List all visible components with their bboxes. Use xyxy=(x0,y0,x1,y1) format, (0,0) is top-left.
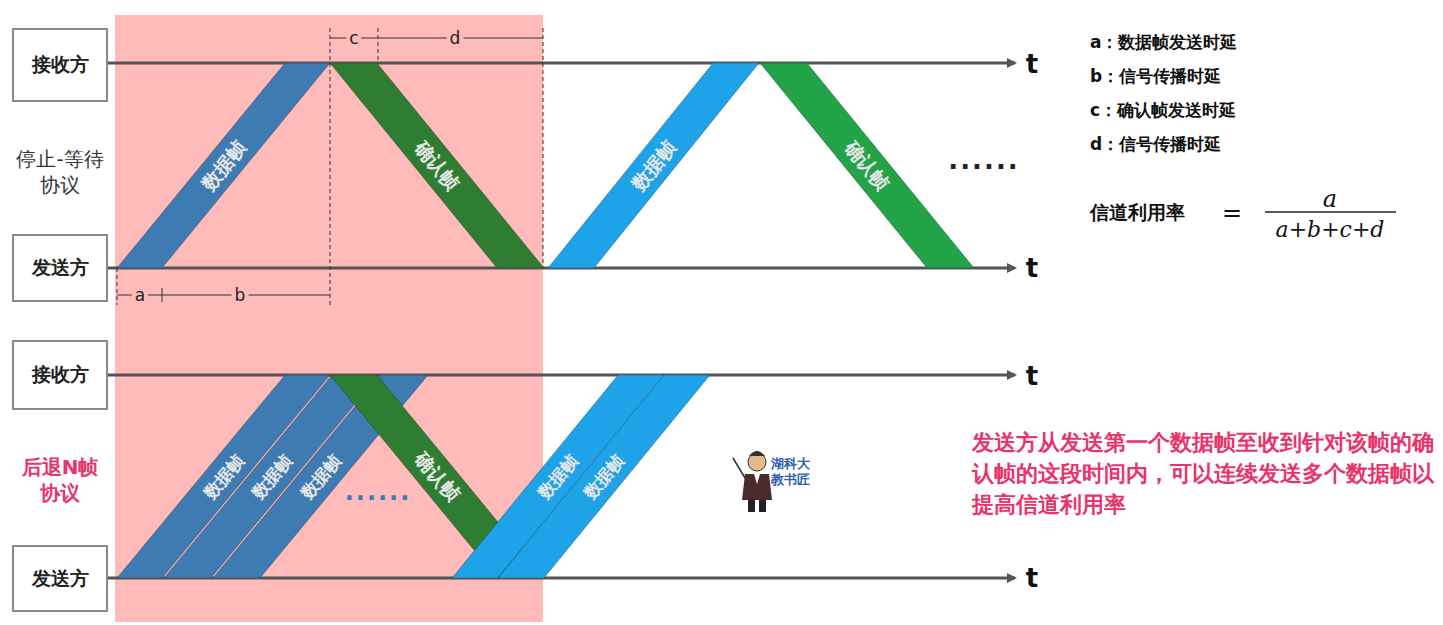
axis-label: t xyxy=(1026,253,1038,283)
dimension-guide xyxy=(117,28,543,305)
ellipsis: ...... xyxy=(948,145,1019,175)
frame-band: 数据帧 xyxy=(548,63,759,268)
frame-polygon xyxy=(498,375,710,578)
formula-name: 信道利用率 xyxy=(1090,200,1185,226)
legend-note: b：信号传播时延 xyxy=(1090,65,1221,88)
frame-band: 数据帧 xyxy=(498,375,710,578)
protocol-name: 停止-等待 协议 xyxy=(8,146,112,198)
protocol-name: 后退N帧 协议 xyxy=(10,454,110,506)
frame-polygon xyxy=(330,63,544,268)
formula-sign: = xyxy=(1222,199,1242,227)
party-box: 发送方 xyxy=(12,545,108,612)
ellipsis: ...... xyxy=(345,478,412,506)
legend-note: c：确认帧发送时延 xyxy=(1090,99,1236,122)
frame-band: 数据帧 xyxy=(117,63,330,268)
dimension-label: d xyxy=(447,28,464,48)
teacher-figure xyxy=(733,451,772,512)
axis-label: t xyxy=(1026,49,1038,79)
dimension-line xyxy=(117,38,543,302)
watermark: 湖科大 教书匠 xyxy=(771,456,811,489)
legend-note: d：信号传播时延 xyxy=(1090,133,1221,156)
frame-band: 确认帧 xyxy=(760,63,974,268)
frame-polygon xyxy=(548,63,759,268)
party-name: 接收方 xyxy=(32,52,89,78)
frame-band: 确认帧 xyxy=(330,63,544,268)
party-name: 接收方 xyxy=(32,362,89,388)
time-axis xyxy=(108,63,1015,578)
dimension-label: b xyxy=(232,285,249,305)
party-name: 发送方 xyxy=(32,255,89,281)
axis-label: t xyxy=(1026,361,1038,391)
formula-denominator: a+b+c+d xyxy=(1276,217,1385,242)
legend-note: a：数据帧发送时延 xyxy=(1090,31,1237,54)
axis-label: t xyxy=(1026,563,1038,593)
party-box: 发送方 xyxy=(12,234,108,302)
callout-note: 发送方从发送第一个数据帧至收到针对该帧的确认帧的这段时间内，可以连续发送多个数据… xyxy=(972,428,1434,520)
formula-numerator: a xyxy=(1323,185,1337,213)
party-box: 接收方 xyxy=(12,28,108,102)
dimension-label: c xyxy=(346,28,361,48)
dimension-label: a xyxy=(132,285,148,305)
time-region xyxy=(115,15,543,622)
frame-polygon xyxy=(760,63,974,268)
frame-polygon xyxy=(117,63,330,268)
party-box: 接收方 xyxy=(12,340,108,410)
party-name: 发送方 xyxy=(32,566,89,592)
